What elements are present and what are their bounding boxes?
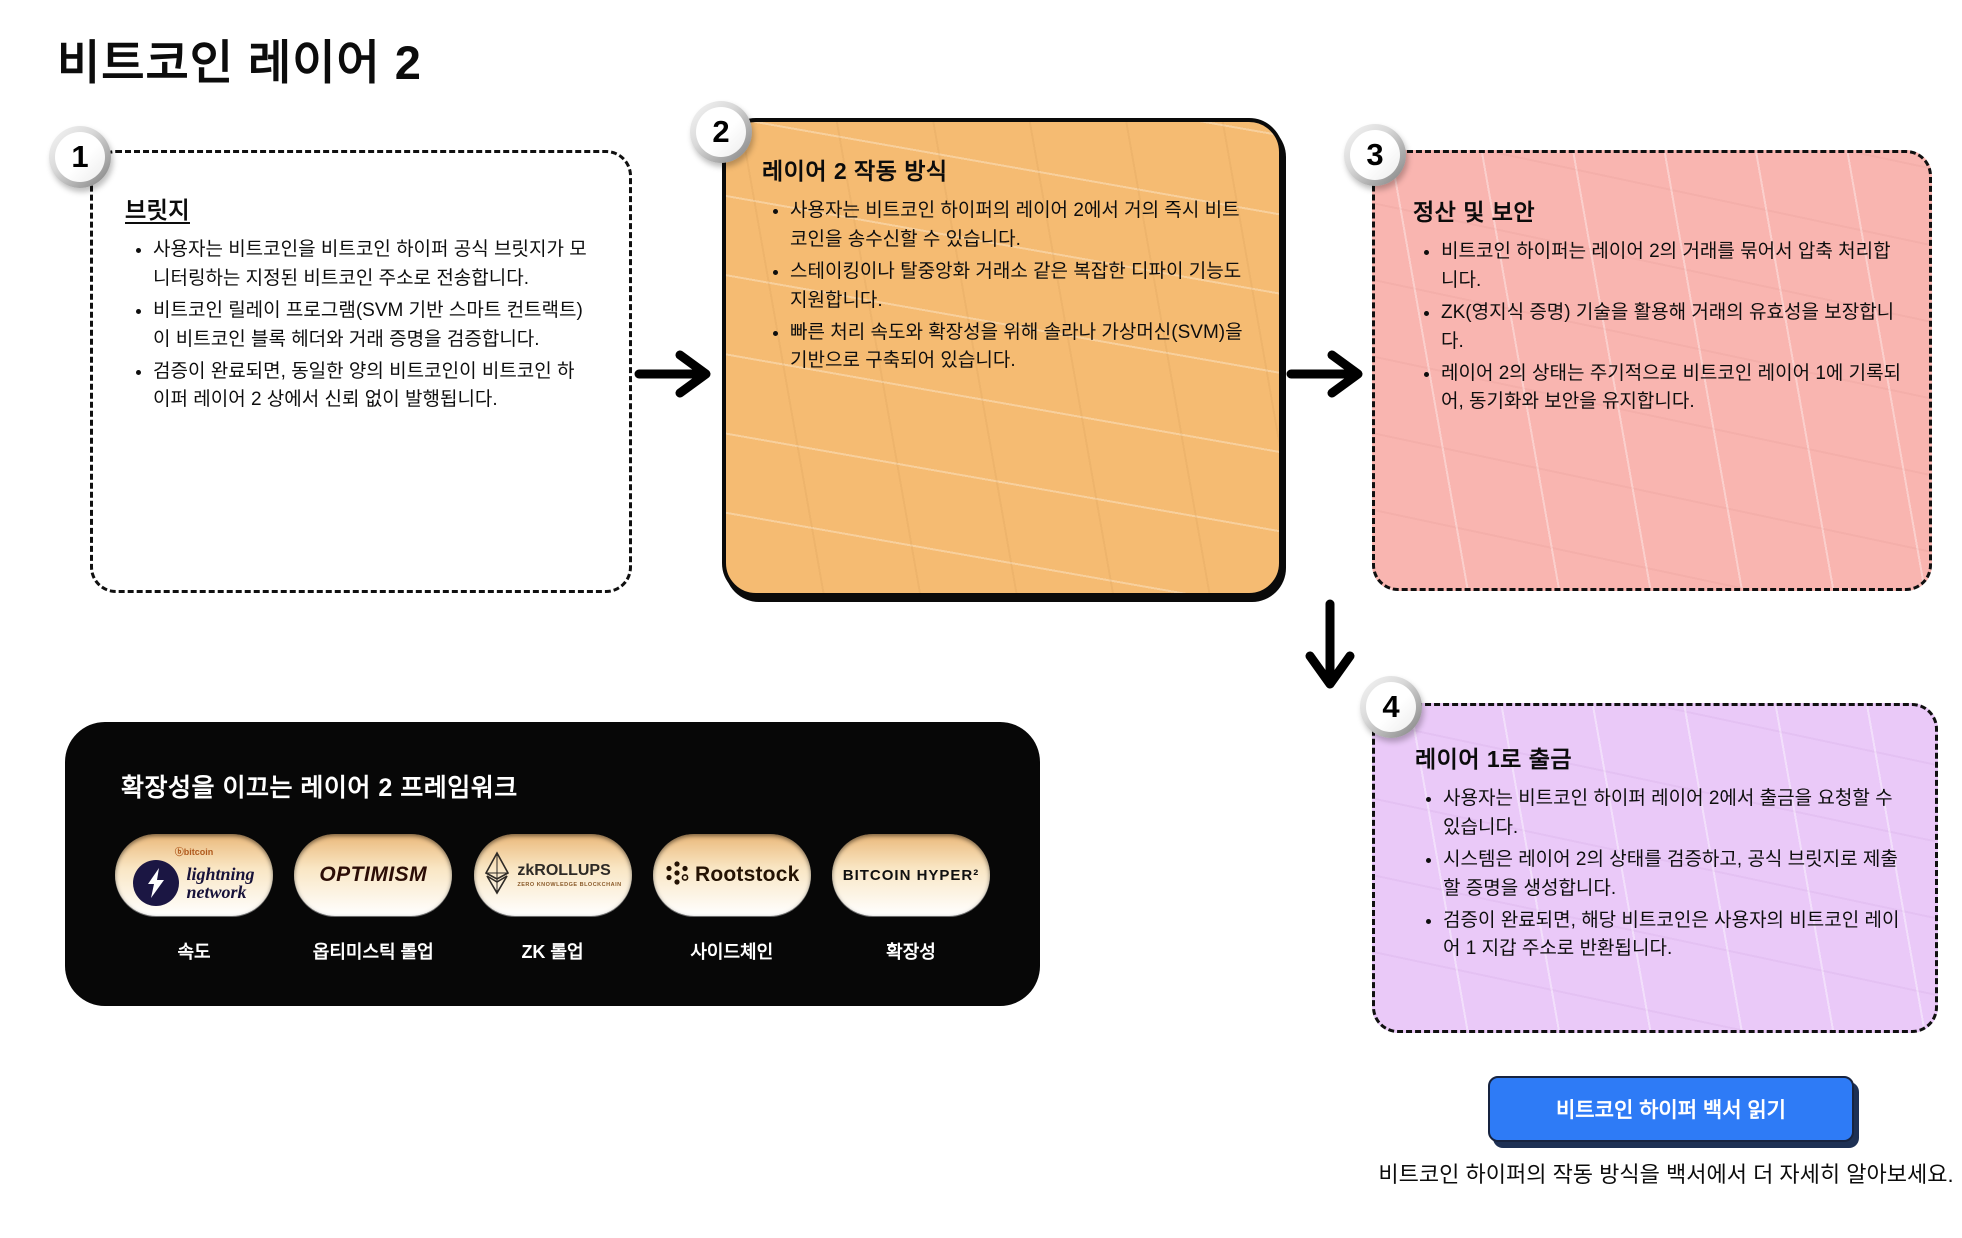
framework-lightning-network: ⓑbitcoin lightning network 속도 <box>109 834 279 964</box>
step-4-badge: 4 <box>1360 676 1422 738</box>
step-2-title: 레이어 2 작동 방식 <box>762 158 948 184</box>
step-1-bullet: 사용자는 비트코인을 비트코인 하이퍼 공식 브릿지가 모니터링하는 지정된 비… <box>153 236 589 294</box>
step-1-title: 브릿지 <box>125 197 190 223</box>
step-1-bullet: 검증이 완료되면, 동일한 양의 비트코인이 비트코인 하이퍼 레이어 2 상에… <box>153 358 589 416</box>
step-1-box: 브릿지 사용자는 비트코인을 비트코인 하이퍼 공식 브릿지가 모니터링하는 지… <box>90 150 632 593</box>
framework-zk-rollups: zkROLLUPS ZERO KNOWLEDGE BLOCKCHAIN ZK 롤… <box>468 834 638 964</box>
framework-rootstock: Rootstock 사이드체인 <box>647 834 817 964</box>
bitcoin-hyper-wordmark: BITCOIN HYPER² <box>842 866 980 884</box>
lightning-bolt-icon <box>133 859 180 906</box>
framework-caption: ZK 롤업 <box>521 942 584 962</box>
cta-caption: 비트코인 하이퍼의 작동 방식을 백서에서 더 자세히 알아보세요. <box>1378 1162 1954 1187</box>
arrow-right-icon <box>1286 347 1370 406</box>
bitcoin-wordmark: ⓑbitcoin <box>174 846 214 857</box>
step-2-bullet: 사용자는 비트코인 하이퍼의 레이어 2에서 거의 즉시 비트코인을 송수신할 … <box>790 197 1253 255</box>
step-2-box: 레이어 2 작동 방식 사용자는 비트코인 하이퍼의 레이어 2에서 거의 즉시… <box>722 118 1283 597</box>
zk-rollups-wordmark: zkROLLUPS <box>517 862 611 879</box>
step-2-number: 2 <box>696 107 746 157</box>
step-4-bullet: 검증이 완료되면, 해당 비트코인은 사용자의 비트코인 레이어 1 지갑 주소… <box>1443 907 1911 965</box>
step-3-list: 비트코인 하이퍼는 레이어 2의 거래를 묶어서 압축 처리합니다. ZK(영지… <box>1413 238 1907 417</box>
step-2-badge: 2 <box>690 101 752 163</box>
zk-rollups-subtitle: ZERO KNOWLEDGE BLOCKCHAIN <box>517 882 622 888</box>
arrow-down-icon <box>1300 598 1360 703</box>
step-4-number: 4 <box>1366 682 1416 732</box>
step-3-title: 정산 및 보안 <box>1413 199 1536 225</box>
zk-rollups-logo: zkROLLUPS ZERO KNOWLEDGE BLOCKCHAIN <box>473 834 632 916</box>
step-1-number: 1 <box>55 132 105 182</box>
page-title: 비트코인 레이어 2 <box>57 36 422 89</box>
framework-caption: 사이드체인 <box>690 942 774 962</box>
frameworks-logo-row: ⓑbitcoin lightning network 속도 OP <box>65 804 1040 964</box>
framework-caption: 속도 <box>177 942 211 962</box>
framework-optimism: OPTIMISM 옵티미스틱 롤업 <box>288 834 458 964</box>
optimism-wordmark: OPTIMISM <box>319 863 428 886</box>
step-4-list: 사용자는 비트코인 하이퍼 레이어 2에서 출금을 요청할 수 있습니다. 시스… <box>1415 785 1911 964</box>
whitepaper-button-label: 비트코인 하이퍼 백서 읽기 <box>1555 1099 1787 1122</box>
step-3-bullet: ZK(영지식 증명) 기술을 활용해 거래의 유효성을 보장합니다. <box>1441 299 1907 357</box>
rootstock-wordmark: Rootstock <box>695 863 800 886</box>
step-3-badge: 3 <box>1344 124 1406 186</box>
arrow-right-icon <box>634 347 718 406</box>
step-3-bullet: 비트코인 하이퍼는 레이어 2의 거래를 묶어서 압축 처리합니다. <box>1441 238 1907 296</box>
rootstock-logo: Rootstock <box>652 834 811 916</box>
framework-bitcoin-hyper: BITCOIN HYPER² 확장성 <box>826 834 996 964</box>
lightning-logo-line1: lightning <box>186 863 255 884</box>
step-1-bullet: 비트코인 릴레이 프로그램(SVM 기반 스마트 컨트랙트)이 비트코인 블록 … <box>153 297 589 355</box>
step-1-badge: 1 <box>49 126 111 188</box>
frameworks-banner: 확장성을 이끄는 레이어 2 프레임워크 ⓑbitcoin lightning … <box>65 722 1040 1006</box>
whitepaper-button[interactable]: 비트코인 하이퍼 백서 읽기 <box>1488 1076 1854 1142</box>
step-2-list: 사용자는 비트코인 하이퍼의 레이어 2에서 거의 즉시 비트코인을 송수신할 … <box>762 197 1253 376</box>
bitcoin-hyper-logo: BITCOIN HYPER² <box>832 834 990 916</box>
ethereum-icon <box>483 850 511 900</box>
optimism-logo: OPTIMISM <box>294 834 453 916</box>
framework-caption: 옵티미스틱 롤업 <box>312 942 434 962</box>
step-4-box: 레이어 1로 출금 사용자는 비트코인 하이퍼 레이어 2에서 출금을 요청할 … <box>1372 703 1938 1033</box>
step-4-bullet: 사용자는 비트코인 하이퍼 레이어 2에서 출금을 요청할 수 있습니다. <box>1443 785 1911 843</box>
step-2-bullet: 빠른 처리 속도와 확장성을 위해 솔라나 가상머신(SVM)을 기반으로 구축… <box>790 319 1253 377</box>
lightning-network-logo: ⓑbitcoin lightning network <box>115 834 273 916</box>
step-1-list: 사용자는 비트코인을 비트코인 하이퍼 공식 브릿지가 모니터링하는 지정된 비… <box>125 236 589 415</box>
rootstock-dots-icon <box>664 860 690 891</box>
step-2-bullet: 스테이킹이나 탈중앙화 거래소 같은 복잡한 디파이 기능도 지원합니다. <box>790 258 1253 316</box>
step-4-bullet: 시스템은 레이어 2의 상태를 검증하고, 공식 브릿지로 제출할 증명을 생성… <box>1443 846 1911 904</box>
step-4-title: 레이어 1로 출금 <box>1415 746 1573 772</box>
lightning-logo-line2: network <box>186 881 247 902</box>
frameworks-title: 확장성을 이끄는 레이어 2 프레임워크 <box>121 774 518 802</box>
framework-caption: 확장성 <box>886 942 936 962</box>
step-3-number: 3 <box>1350 130 1400 180</box>
step-3-bullet: 레이어 2의 상태는 주기적으로 비트코인 레이어 1에 기록되어, 동기화와 … <box>1441 360 1907 418</box>
step-3-box: 정산 및 보안 비트코인 하이퍼는 레이어 2의 거래를 묶어서 압축 처리합니… <box>1372 150 1932 591</box>
